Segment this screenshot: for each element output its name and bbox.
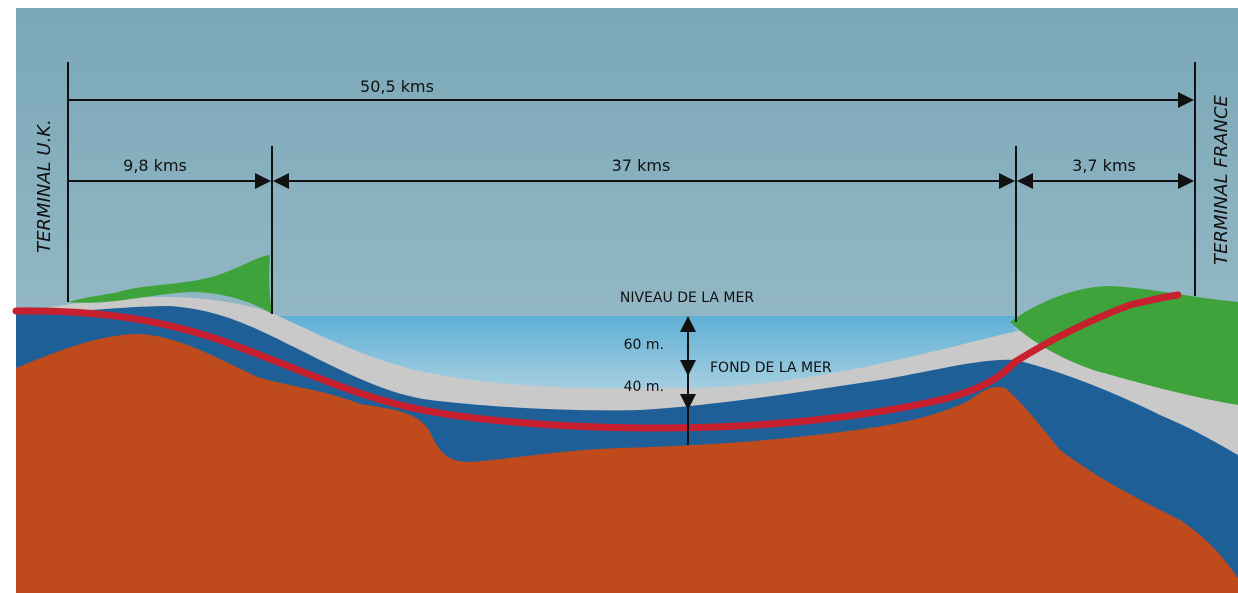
sea-dimension-arrow-right [999,173,1015,189]
uk-distance-label: 9,8 kms [123,156,187,175]
terminal-uk-label: TERMINAL U.K. [34,119,55,253]
france-land [1010,286,1238,405]
uk-land [68,255,272,314]
uk-dimension-arrow [255,173,271,189]
water-depth-label: 60 m. [624,337,664,353]
total-distance-label: 50,5 kms [360,77,434,96]
tunnel-line [12,291,1182,432]
total-dimension-arrow [1178,92,1194,108]
sea-dimension-arrow-left [273,173,289,189]
terminal-france-label: TERMINAL FRANCE [1211,94,1232,264]
france-dimension-arrow-right [1178,173,1194,189]
sea-level-label: NIVEAU DE LA MER [620,290,754,306]
france-dimension-arrow-left [1017,173,1033,189]
sea-floor-label: FOND DE LA MER [710,360,832,376]
depth-arrow-sea-floor [680,360,696,376]
france-distance-label: 3,7 kms [1072,156,1136,175]
depth-arrow-up [680,316,696,332]
orange-rock [16,334,1238,593]
tunnel-depth-label: 40 m. [624,379,664,395]
undersea-distance-label: 37 kms [612,156,671,175]
depth-arrow-tunnel [680,394,696,410]
